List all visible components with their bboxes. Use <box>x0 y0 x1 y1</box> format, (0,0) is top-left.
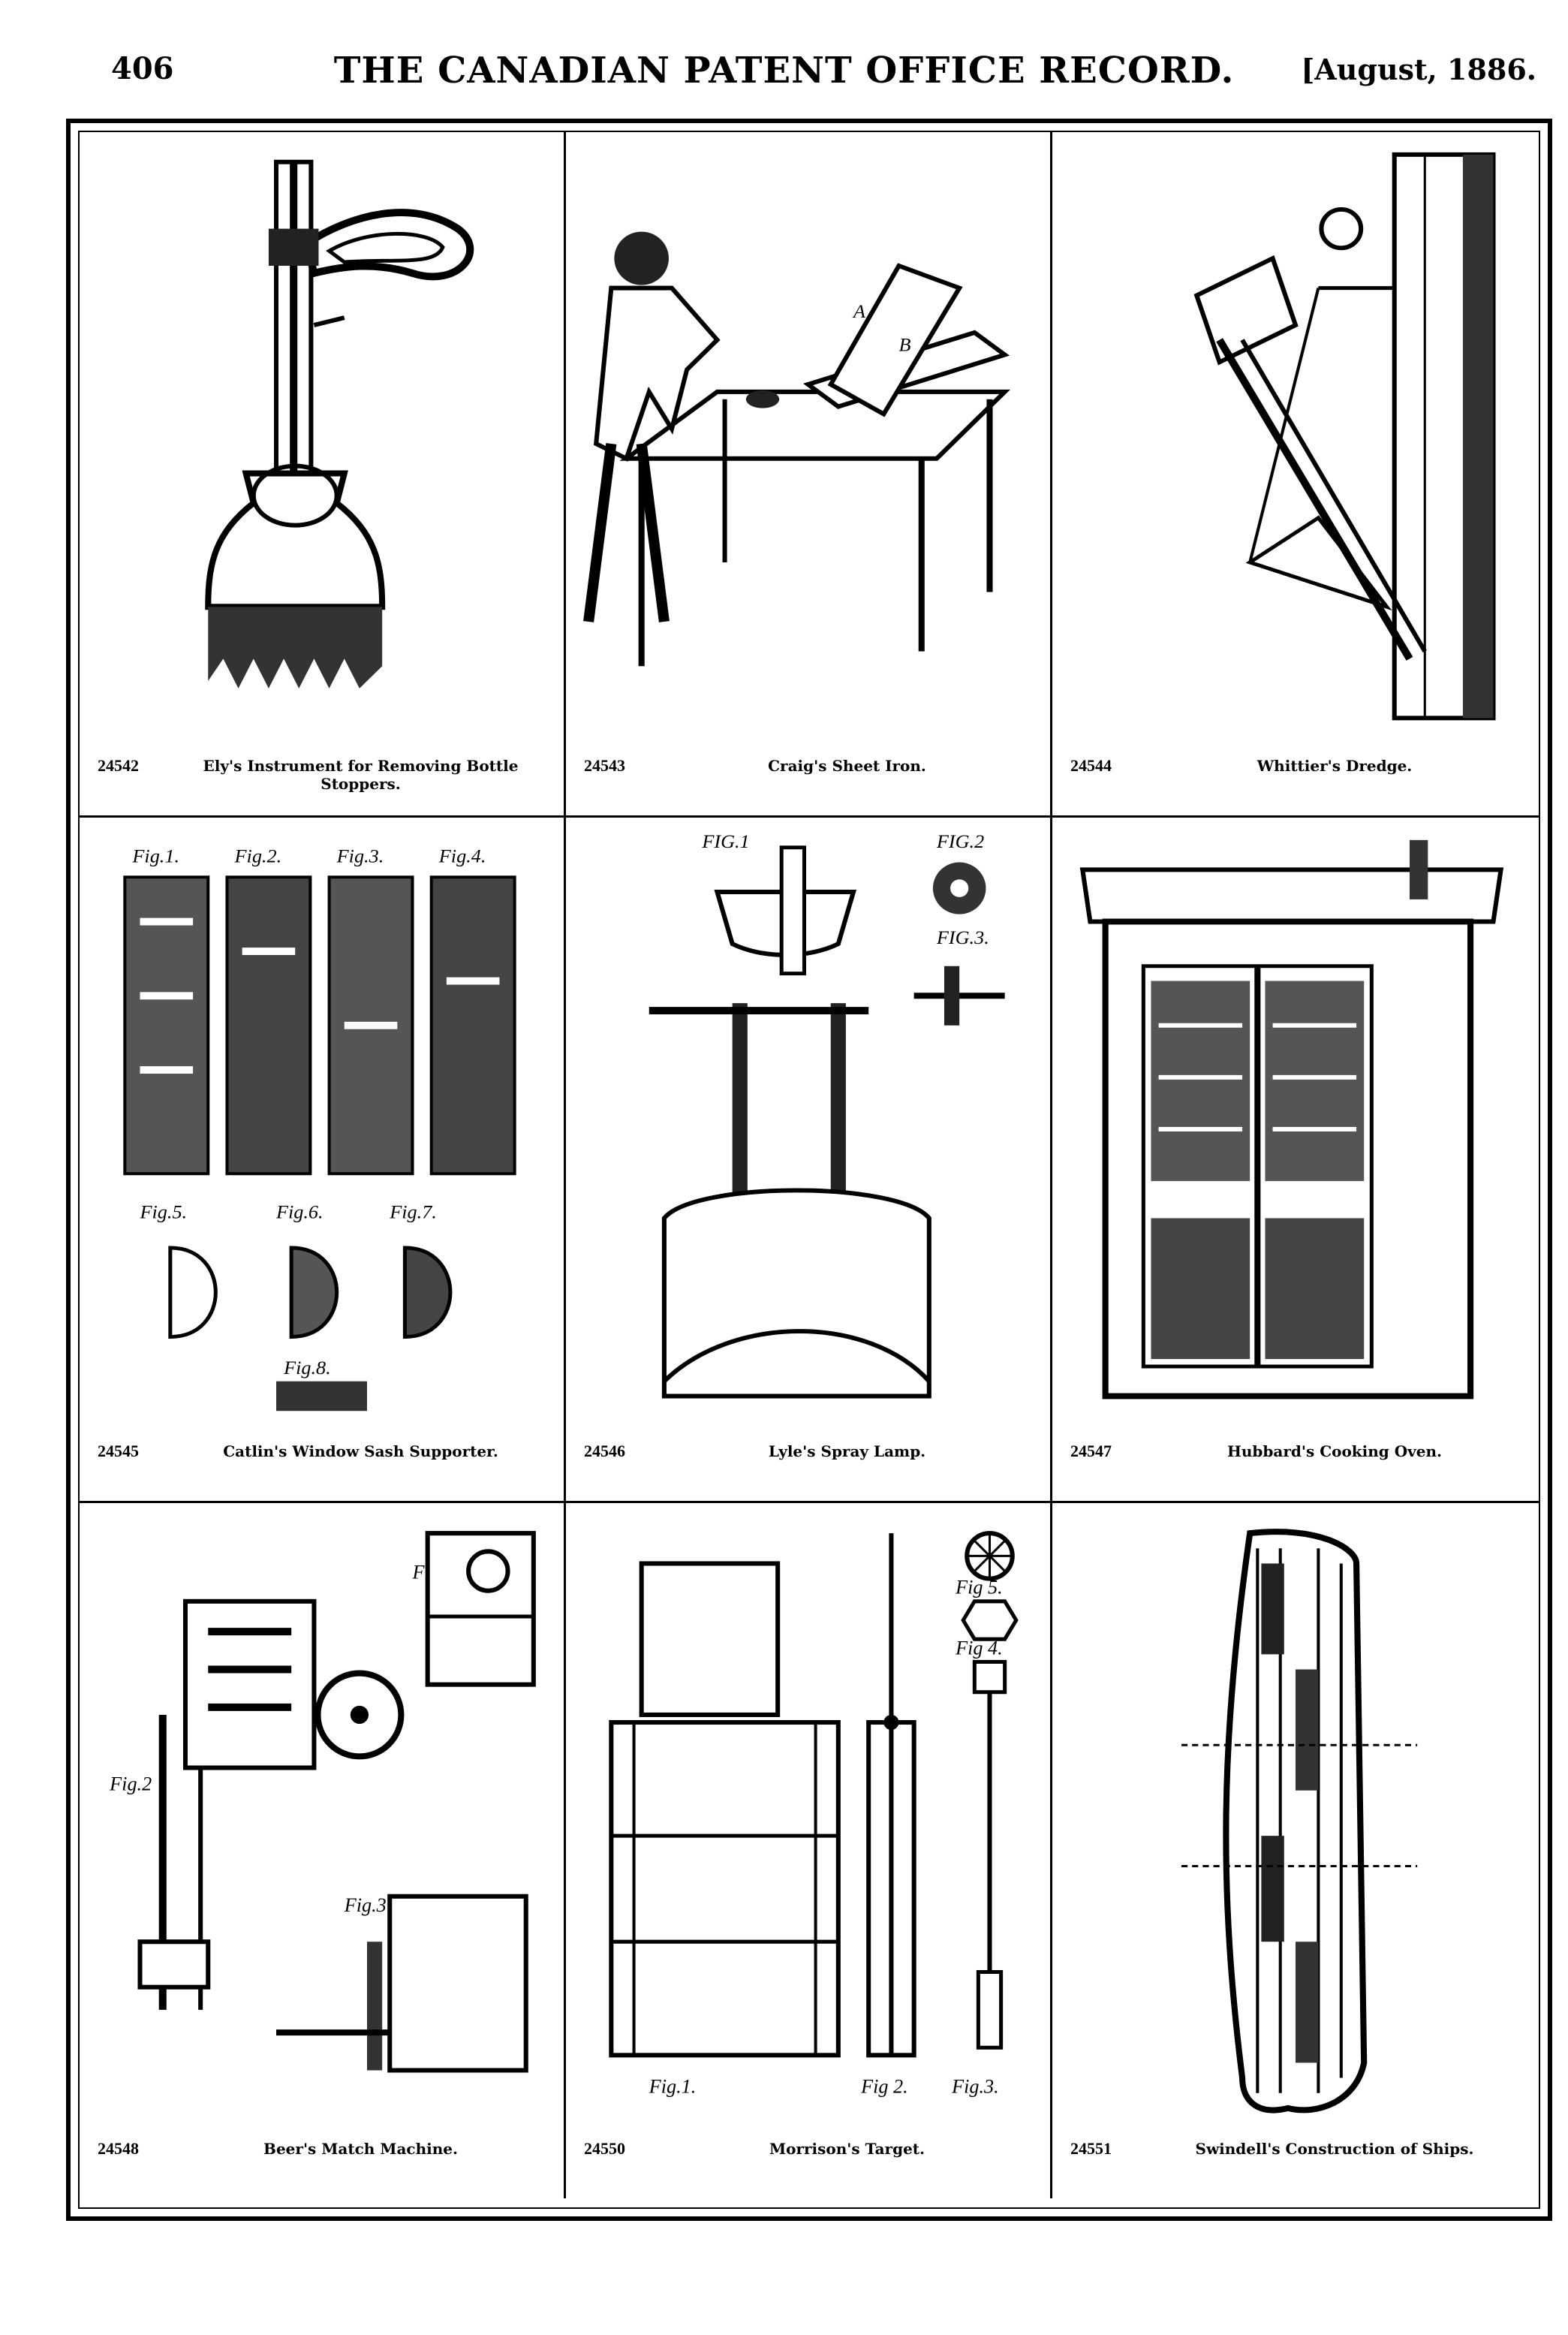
fig2-label: Fig 2. <box>860 2076 908 2098</box>
patent-title: Catlin's Window Sash Supporter. <box>223 1442 498 1460</box>
fig4-label: Fig 4. <box>955 1637 1003 1659</box>
plate-ely-bottle-stoppers: 24542 Ely's Instrument for Removing Bott… <box>80 132 566 818</box>
patent-number: 24545 <box>98 1442 139 1460</box>
plate-beer-match-machine: Fig.1 Fig.2 Fig.3 <box>80 1503 566 2198</box>
caption-24546: 24546 Lyle's Spray Lamp. <box>581 1442 1038 1487</box>
illustration-target: Fig.1. Fig 2. Fig.3. Fig 4. Fig 5. <box>581 1518 1035 2123</box>
patent-number: 24550 <box>584 2139 625 2158</box>
patent-title: Swindell's Construction of Ships. <box>1195 2140 1474 2158</box>
fig3-label: Fig.3 <box>344 1894 387 1916</box>
fig3-label: Fig.3. <box>336 845 384 867</box>
illustration-bottle-stopper-remover <box>95 147 549 740</box>
caption-24551: 24551 Swindell's Construction of Ships. <box>1067 2140 1527 2185</box>
patent-title: Beer's Match Machine. <box>263 2140 458 2158</box>
fig2-label: FIG.2 <box>936 833 984 852</box>
plates-frame-inner: 24542 Ely's Instrument for Removing Bott… <box>78 131 1540 2209</box>
plate-catlin-window-sash: Fig.1. Fig.2. Fig.3. Fig.4. Fig.5. Fig.6… <box>80 818 566 1503</box>
label-a: A <box>852 300 865 322</box>
patent-number: 24551 <box>1070 2139 1112 2158</box>
fig3-label: Fig.3. <box>951 2076 999 2098</box>
ely-drawing <box>205 159 474 688</box>
illustration-sheet-iron-worker: B A <box>581 147 1035 740</box>
patent-number: 24543 <box>584 756 625 775</box>
caption-24545: 24545 Catlin's Window Sash Supporter. <box>95 1442 552 1487</box>
page-date: [August, 1886. <box>1301 53 1536 86</box>
craig-drawing: B A <box>583 231 1010 667</box>
fig4-label: Fig.4. <box>438 845 486 867</box>
patent-title: Morrison's Target. <box>769 2140 925 2158</box>
patent-number: 24544 <box>1070 756 1112 775</box>
label-b: B <box>899 334 911 356</box>
catlin-drawing: Fig.1. Fig.2. Fig.3. Fig.4. Fig.5. Fig.6… <box>123 845 516 1412</box>
fig2-label: Fig.2. <box>234 845 282 867</box>
caption-24543: 24543 Craig's Sheet Iron. <box>581 757 1038 802</box>
illustration-window-sash-supporter: Fig.1. Fig.2. Fig.3. Fig.4. Fig.5. Fig.6… <box>95 833 549 1426</box>
patent-title: Whittier's Dredge. <box>1257 757 1413 775</box>
plates-grid: 24542 Ely's Instrument for Removing Bott… <box>80 132 1539 2207</box>
caption-24542: 24542 Ely's Instrument for Removing Bott… <box>95 757 552 802</box>
plate-swindell-ships: 24551 Swindell's Construction of Ships. <box>1052 1503 1539 2198</box>
fig5-label: Fig 5. <box>955 1577 1003 1598</box>
beer-drawing: Fig.1 Fig.2 Fig.3 <box>109 1531 536 2073</box>
illustration-match-machine: Fig.1 Fig.2 Fig.3 <box>95 1518 549 2123</box>
patent-title: Craig's Sheet Iron. <box>768 757 926 775</box>
illustration-spray-lamp: FIG.1 FIG.2 FIG.3. <box>581 833 1035 1426</box>
caption-24548: 24548 Beer's Match Machine. <box>95 2140 552 2185</box>
patent-number: 24546 <box>584 1442 625 1460</box>
plate-morrison-target: Fig.1. Fig 2. Fig.3. Fig 4. Fig 5. 24550… <box>566 1503 1052 2198</box>
lyle-drawing: FIG.1 FIG.2 FIG.3. <box>649 833 1005 1399</box>
caption-24550: 24550 Morrison's Target. <box>581 2140 1038 2185</box>
caption-24547: 24547 Hubbard's Cooking Oven. <box>1067 1442 1527 1487</box>
fig1-label: FIG.1 <box>701 833 749 852</box>
page-title: THE CANADIAN PATENT OFFICE RECORD. <box>333 50 1235 92</box>
fig5-label: Fig.5. <box>139 1201 187 1223</box>
fig1-label: Fig.1. <box>649 2076 697 2098</box>
page-header: 406 THE CANADIAN PATENT OFFICE RECORD. [… <box>0 44 1568 104</box>
fig2-label: Fig.2 <box>109 1773 152 1795</box>
whittier-drawing <box>1193 152 1496 721</box>
illustration-cooking-oven <box>1067 833 1524 1426</box>
plate-hubbard-cooking-oven: 24547 Hubbard's Cooking Oven. <box>1052 818 1539 1503</box>
page-number: 406 <box>111 51 174 86</box>
fig8-label: Fig.8. <box>283 1357 331 1378</box>
illustration-ship-construction <box>1067 1518 1524 2123</box>
swindell-drawing <box>1181 1529 1418 2114</box>
patent-title: Lyle's Spray Lamp. <box>768 1442 926 1460</box>
caption-24544: 24544 Whittier's Dredge. <box>1067 757 1527 802</box>
morrison-drawing: Fig.1. Fig 2. Fig.3. Fig 4. Fig 5. <box>609 1531 1019 2098</box>
plate-craig-sheet-iron: B A 24543 Craig's Sheet Iron. <box>566 132 1052 818</box>
patent-number: 24542 <box>98 756 139 775</box>
plate-whittier-dredge: 24544 Whittier's Dredge. <box>1052 132 1539 818</box>
patent-title: Hubbard's Cooking Oven. <box>1226 1442 1443 1460</box>
hubbard-drawing <box>1079 839 1504 1399</box>
fig6-label: Fig.6. <box>275 1201 324 1223</box>
plate-lyle-spray-lamp: FIG.1 FIG.2 FIG.3. <box>566 818 1052 1503</box>
fig7-label: Fig.7. <box>389 1201 437 1223</box>
plates-frame: 24542 Ely's Instrument for Removing Bott… <box>66 119 1552 2221</box>
patent-title: Ely's Instrument for Removing Bottle Sto… <box>203 757 519 793</box>
patent-number: 24547 <box>1070 1442 1112 1460</box>
patent-number: 24548 <box>98 2139 139 2158</box>
illustration-dredge <box>1067 147 1524 740</box>
fig1-label: Fig.1. <box>131 845 179 867</box>
fig3-label: FIG.3. <box>936 926 989 948</box>
